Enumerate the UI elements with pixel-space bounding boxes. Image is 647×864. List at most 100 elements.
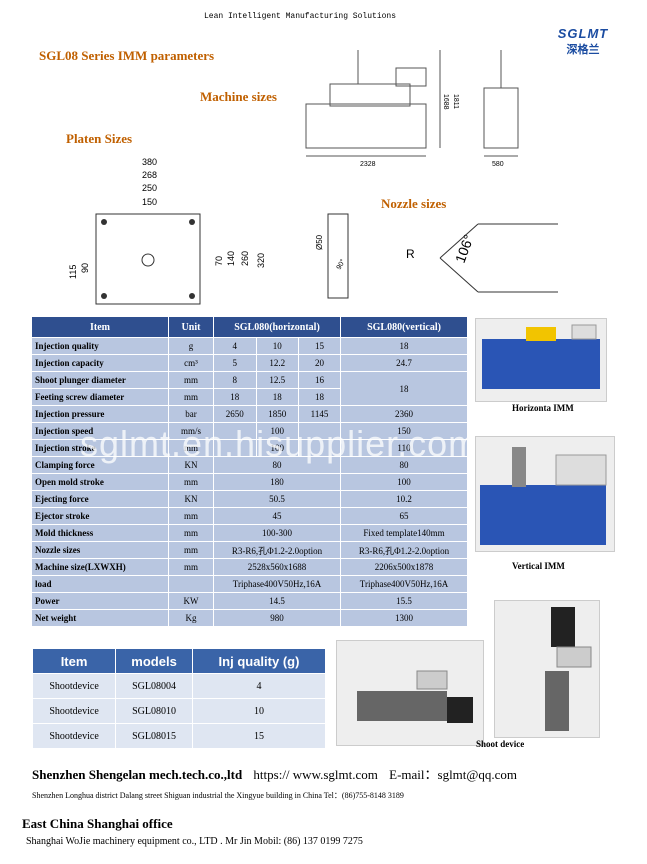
- cell: mm: [168, 524, 214, 542]
- cell: SGL08010: [115, 698, 193, 724]
- cell: 18: [213, 388, 257, 406]
- cell: [213, 439, 257, 457]
- cell: Fixed template140mm: [340, 524, 468, 542]
- cell: 100-300: [213, 524, 341, 542]
- col-item: Item: [31, 316, 169, 338]
- cell: Mold thickness: [31, 524, 169, 542]
- shanghai-contact: Shanghai WoJie machinery equipment co., …: [26, 836, 363, 847]
- cell: R3-R6,孔Φ1.2-2.0option: [213, 541, 341, 559]
- machine-drawing: 2328 1688 1811 580: [305, 50, 519, 168]
- col-horizontal: SGL080(horizontal): [213, 316, 341, 338]
- cell: bar: [168, 405, 214, 423]
- cell: Triphase400V50Hz,16A: [213, 575, 341, 593]
- cell: 1850: [255, 405, 299, 423]
- dim-268: 268: [142, 170, 157, 180]
- caption-horizontal: Horizonta IMM: [512, 403, 574, 413]
- horizontal-imm-photo: [475, 318, 607, 402]
- cell: 150: [340, 422, 468, 440]
- cell: 1300: [340, 609, 468, 627]
- nozzle-angle: 90°: [335, 258, 347, 271]
- company-line: Shenzhen Shengelan mech.tech.co.,ltd htt…: [32, 764, 517, 783]
- dim-90: 90: [80, 263, 90, 273]
- cell: 2206x500x1878: [340, 558, 468, 576]
- cell: 10: [192, 698, 326, 724]
- cell: SGL08004: [115, 673, 193, 699]
- cell: 18: [340, 337, 468, 355]
- cell: 2650: [213, 405, 257, 423]
- cell: Injection stroke: [31, 439, 169, 457]
- cell: 16: [298, 371, 341, 389]
- platen-drawing: 380 268 250 150 115 90 70 140 260 320: [68, 157, 266, 305]
- cell: mm/s: [168, 422, 214, 440]
- cell: 20: [298, 354, 341, 372]
- cell: 18: [340, 371, 468, 406]
- dim-70: 70: [214, 256, 224, 266]
- shoot-col-models: models: [115, 648, 193, 674]
- email-link[interactable]: E-mail：sglmt@qq.com: [389, 767, 518, 782]
- dim-260: 260: [240, 251, 250, 266]
- cell: [298, 439, 341, 457]
- cell: load: [31, 575, 169, 593]
- cell: Shootdevice: [31, 698, 117, 724]
- cell: 4: [192, 673, 326, 699]
- cell: 45: [213, 507, 341, 525]
- nozzle-diameter: Ø50: [315, 234, 324, 250]
- shoot-device-render-1: [336, 640, 484, 746]
- cell: [168, 575, 214, 593]
- cell: 50.5: [213, 490, 341, 508]
- cell: KN: [168, 456, 214, 474]
- cell: 65: [340, 507, 468, 525]
- tagline: Lean Intelligent Manufacturing Solutions: [203, 12, 397, 21]
- spec-table: Item Unit SGL080(horizontal) SGL080(vert…: [31, 316, 468, 627]
- cell: 15: [192, 723, 326, 749]
- cell: KN: [168, 490, 214, 508]
- cell: 100: [255, 422, 299, 440]
- cell: 180: [213, 473, 341, 491]
- cell: 10.2: [340, 490, 468, 508]
- cell: mm: [168, 439, 214, 457]
- vertical-imm-photo: [475, 436, 615, 552]
- cell: Kg: [168, 609, 214, 627]
- cell: Open mold stroke: [31, 473, 169, 491]
- cell: Shootdevice: [31, 723, 117, 749]
- shoot-col-item: Item: [31, 648, 117, 674]
- east-office-heading: East China Shanghai office: [22, 816, 173, 831]
- watermark: sglmt.en.hisupplier.com: [80, 423, 480, 464]
- cell: 8: [213, 371, 257, 389]
- cell: Nozzle sizes: [31, 541, 169, 559]
- cell: mm: [168, 507, 214, 525]
- dim-380: 380: [142, 157, 157, 167]
- cell: 980: [213, 609, 341, 627]
- cell: 1145: [298, 405, 341, 423]
- cell: mm: [168, 541, 214, 559]
- cell: 100: [340, 473, 468, 491]
- cell: 110: [340, 439, 468, 457]
- cell: Injection quality: [31, 337, 169, 355]
- dim-depth: 580: [492, 161, 504, 168]
- company-name: Shenzhen Shengelan mech.tech.co.,ltd: [32, 767, 243, 782]
- website-link[interactable]: https:// www.sglmt.com: [253, 767, 378, 782]
- cell: mm: [168, 558, 214, 576]
- cell: 10: [255, 337, 299, 355]
- cell: SGL08015: [115, 723, 193, 749]
- cell: 12.2: [255, 354, 299, 372]
- col-unit: Unit: [168, 316, 214, 338]
- cell: 15.5: [340, 592, 468, 610]
- page-title: SGL08 Series IMM parameters: [39, 48, 215, 63]
- cell: KW: [168, 592, 214, 610]
- cell: 18: [298, 388, 341, 406]
- cell: Shootdevice: [31, 673, 117, 699]
